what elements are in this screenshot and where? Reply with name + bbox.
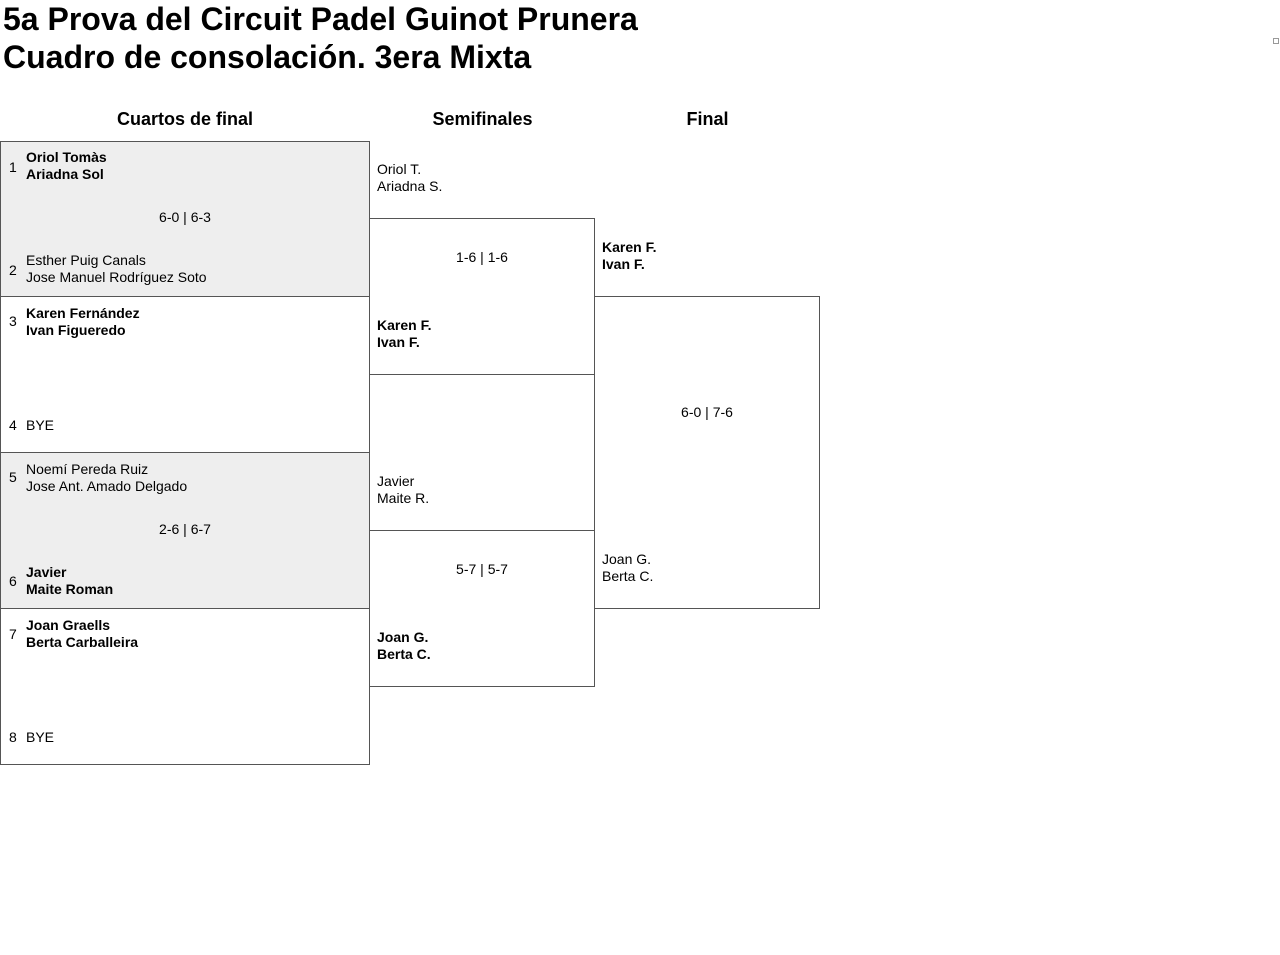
match-quarterfinal-4: 7 Joan Graells Berta Carballeira 8 BYE [0,608,370,765]
player-name: Maite R. [377,490,430,506]
team-entry: Javier Maite Roman [26,564,113,598]
player-name: BYE [26,729,55,745]
seed-number: 3 [9,313,17,329]
player-name: Karen F. [602,239,657,255]
player-name: Ivan F. [377,334,420,350]
player-name: Joan Graells [26,617,111,633]
player-name: Javier [26,564,67,580]
player-name: Noemí Pereda Ruiz [26,461,149,477]
corner-marker [1273,38,1279,44]
player-name: Ivan F. [602,256,645,272]
match-semifinal-1: 1-6 | 1-6 Karen F. Ivan F. [369,218,595,375]
round-header-final: Final [686,109,729,129]
player-name: Joan G. [602,551,652,567]
team-entry: Oriol T. Ariadna S. [377,161,442,195]
match-score: 6-0 | 7-6 [681,404,733,420]
team-entry: Javier Maite R. [377,473,429,507]
match-final: 6-0 | 7-6 Joan G. Berta C. [594,296,820,609]
seed-number: 8 [9,729,17,745]
match-score: 1-6 | 1-6 [456,249,508,265]
seed-number: 4 [9,417,17,433]
player-name: Ariadna Sol [26,166,104,182]
player-name: Ariadna S. [377,178,443,194]
player-name: Esther Puig Canals [26,252,146,268]
player-name: Jose Manuel Rodríguez Soto [26,269,207,285]
match-score: 2-6 | 6-7 [159,521,211,537]
team-entry: Noemí Pereda Ruiz Jose Ant. Amado Delgad… [26,461,187,495]
team-entry: Joan G. Berta C. [602,551,653,585]
title-line-1: 5a Prova del Circuit Padel Guinot Pruner… [3,1,638,37]
title-line-2: Cuadro de consolación. 3era Mixta [3,39,532,75]
player-name: Ivan Figueredo [26,322,126,338]
team-entry: BYE [26,729,54,746]
match-score: 6-0 | 6-3 [159,209,211,225]
round-header-semifinals: Semifinales [432,109,533,129]
seed-number: 7 [9,626,17,642]
match-quarterfinal-1: 1 Oriol Tomàs Ariadna Sol 6-0 | 6-3 2 Es… [0,141,370,297]
page-title: 5a Prova del Circuit Padel Guinot Pruner… [3,0,638,76]
seed-number: 6 [9,573,17,589]
player-name: Oriol T. [377,161,422,177]
player-name: Joan G. [377,629,429,645]
match-semifinal-2: 5-7 | 5-7 Joan G. Berta C. [369,530,595,687]
team-entry: Joan G. Berta C. [377,629,431,663]
team-entry: Esther Puig Canals Jose Manuel Rodríguez… [26,252,207,286]
player-name: Berta C. [602,568,654,584]
team-entry: Karen F. Ivan F. [602,239,656,273]
team-entry: Joan Graells Berta Carballeira [26,617,138,651]
player-name: Karen F. [377,317,432,333]
team-entry: Oriol Tomàs Ariadna Sol [26,149,107,183]
player-name: Berta C. [377,646,431,662]
seed-number: 2 [9,262,17,278]
team-entry: Karen Fernández Ivan Figueredo [26,305,140,339]
player-name: Karen Fernández [26,305,140,321]
match-quarterfinal-3: 5 Noemí Pereda Ruiz Jose Ant. Amado Delg… [0,452,370,609]
round-header-quarterfinals: Cuartos de final [116,109,254,129]
player-name: BYE [26,417,55,433]
seed-number: 5 [9,469,17,485]
team-entry: BYE [26,417,54,434]
player-name: Oriol Tomàs [26,149,107,165]
player-name: Maite Roman [26,581,114,597]
player-name: Berta Carballeira [26,634,139,650]
team-entry: Karen F. Ivan F. [377,317,431,351]
match-quarterfinal-2: 3 Karen Fernández Ivan Figueredo 4 BYE [0,296,370,453]
player-name: Javier [377,473,415,489]
player-name: Jose Ant. Amado Delgado [26,478,188,494]
match-score: 5-7 | 5-7 [456,561,508,577]
seed-number: 1 [9,159,17,175]
